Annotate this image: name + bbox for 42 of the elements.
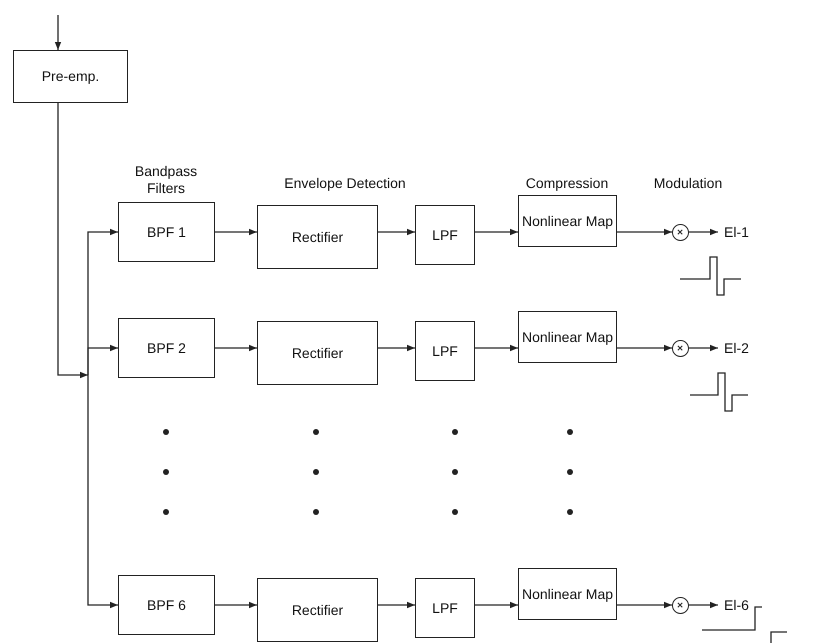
block-box: Pre-emp.	[13, 50, 128, 103]
multiplier-circle	[672, 224, 689, 241]
arrow	[689, 228, 718, 236]
arrow	[215, 228, 257, 236]
arrow	[215, 344, 257, 352]
arrow	[87, 375, 118, 608]
block-box: LPF	[415, 321, 475, 381]
arrow	[57, 103, 88, 378]
block-box: Nonlinear Map	[518, 568, 617, 620]
block-box: BPF 6	[118, 575, 215, 635]
electrode-label: El-6	[724, 597, 749, 613]
multiplier-circle	[672, 340, 689, 357]
block-box: BPF 2	[118, 318, 215, 378]
block-box: Nonlinear Map	[518, 311, 617, 363]
arrow	[475, 344, 518, 352]
column-heading: Modulation	[652, 175, 724, 192]
block-box: LPF	[415, 578, 475, 638]
arrow	[378, 602, 415, 608]
block-box: BPF 1	[118, 202, 215, 262]
arrow	[689, 602, 718, 608]
arrow	[475, 602, 518, 608]
arrow	[689, 344, 718, 352]
block-box: Rectifier	[257, 321, 378, 385]
arrow	[87, 344, 118, 375]
block-box: LPF	[415, 205, 475, 265]
block-box: Nonlinear Map	[518, 195, 617, 247]
arrow	[617, 228, 672, 236]
block-box: Rectifier	[257, 205, 378, 269]
column-heading: Compression	[524, 175, 610, 192]
electrode-label: El-1	[724, 224, 749, 240]
arrow	[617, 344, 672, 352]
arrow	[215, 602, 257, 608]
column-heading: Envelope Detection	[283, 175, 407, 192]
arrow	[617, 602, 672, 608]
arrow	[378, 344, 415, 352]
multiplier-circle	[672, 597, 689, 614]
arrow	[475, 228, 518, 236]
column-heading: Bandpass Filters	[134, 163, 198, 197]
arrow	[54, 15, 62, 50]
block-box: Rectifier	[257, 578, 378, 642]
electrode-label: El-2	[724, 340, 749, 356]
arrow	[378, 228, 415, 236]
